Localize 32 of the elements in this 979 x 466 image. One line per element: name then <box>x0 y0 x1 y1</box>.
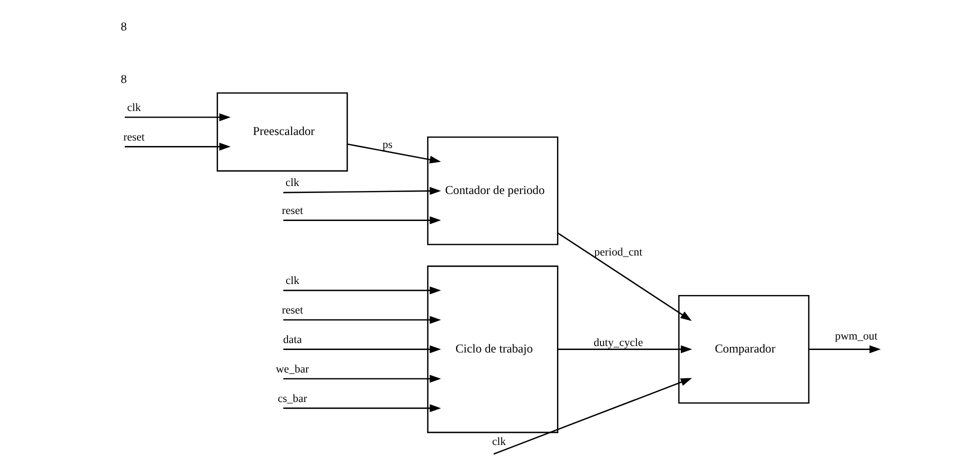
arrow <box>556 232 692 321</box>
arrow <box>124 142 230 151</box>
arrow <box>346 143 440 164</box>
arrow <box>282 286 440 294</box>
edge-label: clk <box>126 102 140 114</box>
arrow <box>282 404 440 412</box>
arrow <box>282 316 440 324</box>
label: 8 <box>120 72 126 86</box>
edge-label: reset <box>281 205 303 218</box>
edge-label: we_bar <box>275 364 309 376</box>
edge-label: period_cnt <box>594 246 642 258</box>
edge-label: data <box>282 334 302 346</box>
node-box: Ciclo de trabajo <box>426 266 558 434</box>
edge-label: clk <box>284 177 299 190</box>
node-box: Preescalador <box>216 92 348 172</box>
edge-label: reset <box>281 304 303 317</box>
edge-label: duty_cycle <box>593 337 642 350</box>
edge-label: cs_bar <box>277 392 307 405</box>
arrow <box>557 345 692 354</box>
edge-label: clk <box>285 275 299 288</box>
arrow <box>282 345 440 354</box>
arrow <box>808 345 880 354</box>
label: 8 <box>120 19 126 34</box>
edge-label: reset <box>122 131 144 144</box>
arrow <box>493 378 692 455</box>
arrow <box>282 374 440 383</box>
edge-label: ps <box>382 138 392 151</box>
edge-label: pwm_out <box>834 330 878 342</box>
edge-label: clk <box>492 436 506 448</box>
arrow <box>282 187 440 195</box>
arrow <box>282 216 440 224</box>
arrow <box>124 113 230 122</box>
